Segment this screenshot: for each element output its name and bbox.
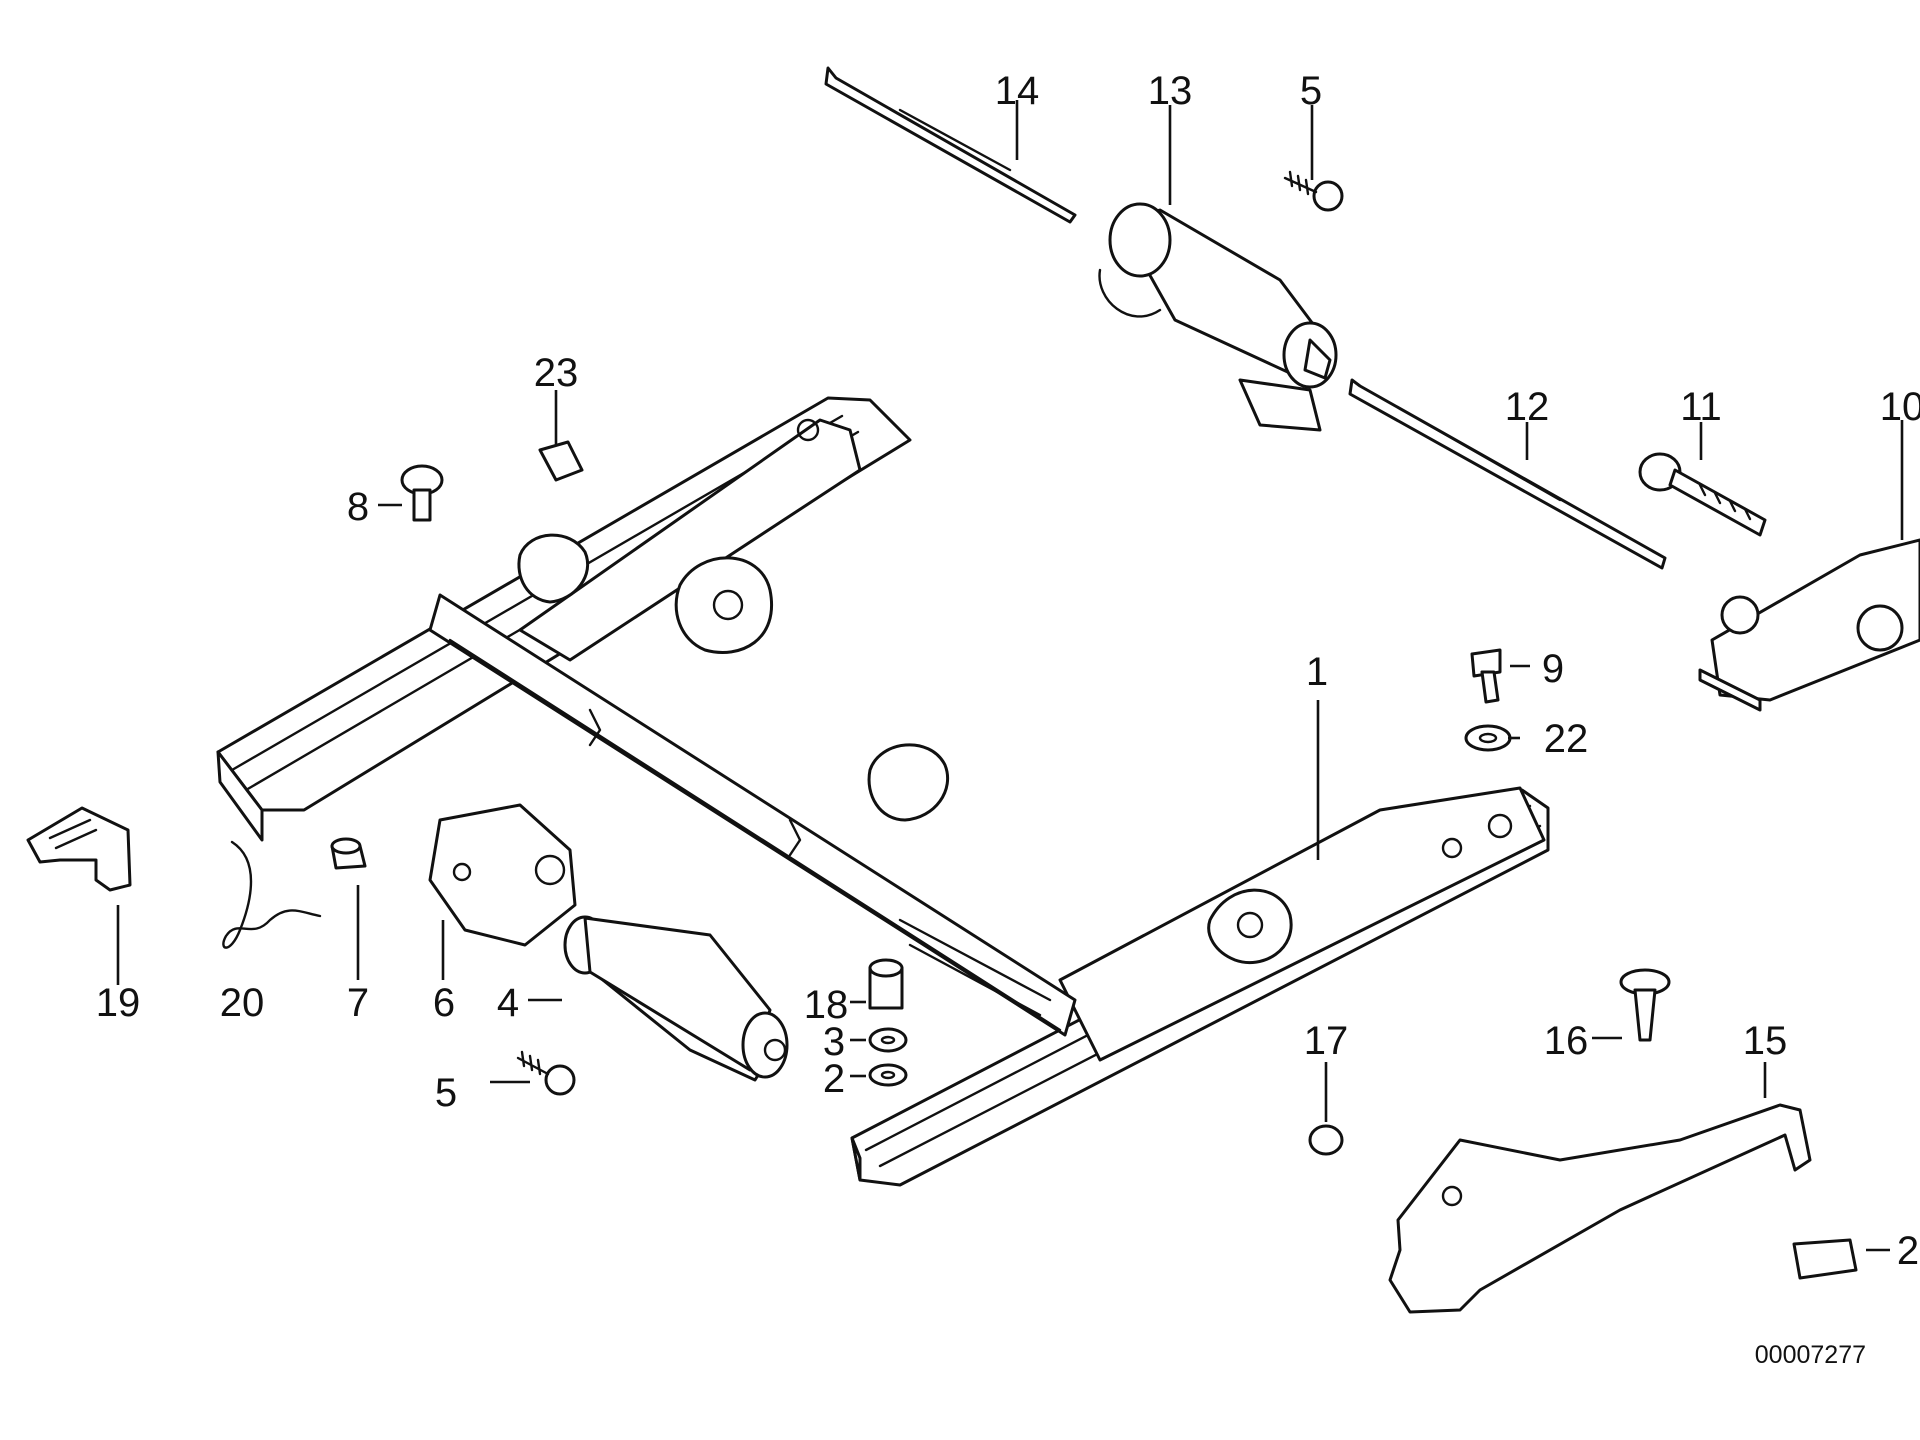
callout-23: 23: [534, 351, 579, 395]
callout-10: 10: [1880, 385, 1920, 429]
rubber-buffer-part-18: [868, 958, 904, 1010]
screw-part-5-bottom: [516, 1050, 576, 1096]
callout-8: 8: [347, 485, 369, 529]
clip-part-21: [1792, 1238, 1858, 1280]
screw-part-5-top: [1283, 170, 1344, 212]
callout-5-bottom: 5: [435, 1071, 457, 1115]
callout-19: 19: [96, 981, 141, 1025]
callout-12: 12: [1505, 385, 1550, 429]
spring-clip-part-20: [222, 840, 322, 949]
callout-9: 9: [1542, 647, 1564, 691]
callout-2-right: 2: [1897, 1229, 1919, 1273]
callout-15: 15: [1743, 1019, 1788, 1063]
callout-labels: 1 2 2 3 4 5 5 6 7 8 9 10 11 12 13 14 15 …: [96, 69, 1920, 1273]
leader-lines: [116, 100, 1904, 1252]
nut-part-23: [538, 440, 584, 482]
motor-part-4: [563, 915, 789, 1082]
callout-3: 3: [823, 1020, 845, 1064]
plug-part-17: [1308, 1124, 1344, 1156]
callout-16: 16: [1544, 1019, 1589, 1063]
callout-22: 22: [1544, 717, 1589, 761]
drive-cable-part-14: [824, 66, 1077, 224]
bolt-part-11: [1638, 452, 1767, 537]
sleeve-part-7: [330, 837, 367, 870]
bolt-part-9: [1470, 648, 1502, 704]
washer-part-22: [1464, 724, 1512, 752]
callout-13: 13: [1148, 69, 1193, 113]
motor-part-13: [1098, 202, 1338, 432]
nut-part-3: [868, 1027, 908, 1053]
callout-14: 14: [995, 69, 1040, 113]
callout-20: 20: [220, 981, 265, 1025]
callout-7: 7: [347, 981, 369, 1025]
callout-2-bottom: 2: [823, 1057, 845, 1101]
washer-part-2: [868, 1063, 908, 1087]
screw-part-8: [400, 464, 444, 522]
callout-5-top: 5: [1300, 69, 1322, 113]
callout-1: 1: [1306, 650, 1328, 694]
clip-part-16: [1619, 968, 1671, 1042]
gearbox-part-6: [428, 803, 577, 947]
callout-4: 4: [497, 981, 519, 1025]
callout-17: 17: [1304, 1019, 1349, 1063]
drive-cable-part-12: [1348, 378, 1667, 570]
gearbox-part-10: [1698, 538, 1920, 712]
seat-frame-part: [216, 396, 1550, 1187]
callout-6: 6: [433, 981, 455, 1025]
trim-cover-part-15: [1388, 1103, 1812, 1314]
diagram-reference-number: 00007277: [1755, 1341, 1866, 1369]
callout-11: 11: [1680, 385, 1722, 429]
callout-18: 18: [804, 983, 849, 1027]
bracket-part-19: [26, 806, 132, 892]
